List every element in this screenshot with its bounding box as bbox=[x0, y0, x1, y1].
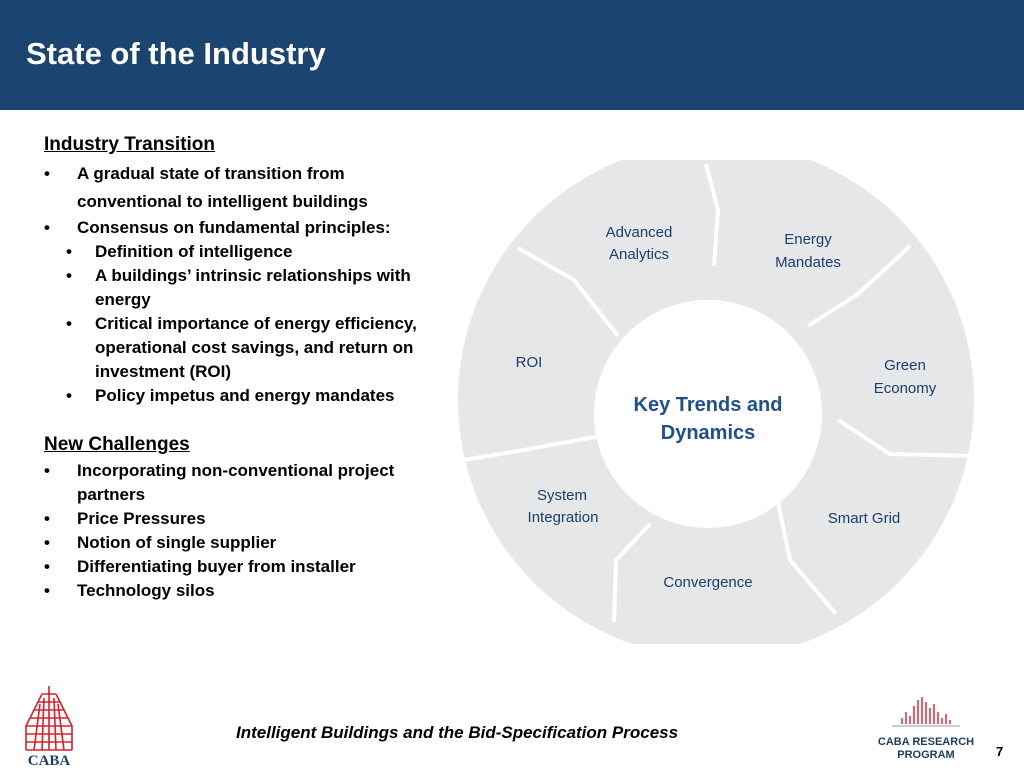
segment-label: Economy bbox=[874, 380, 937, 397]
caba-logo: CABA bbox=[25, 686, 73, 768]
divider-line bbox=[836, 418, 979, 458]
segment-label: Integration bbox=[528, 509, 599, 526]
left-column: Industry Transition A gradual state of t… bbox=[44, 134, 454, 603]
segment-label: Mandates bbox=[775, 254, 841, 271]
trends-cycle-diagram: Advanced Analytics Energy Mandates Green… bbox=[458, 160, 979, 644]
list-item: Consensus on fundamental principles: Def… bbox=[44, 216, 454, 408]
list-item: Incorporating non-conventional project p… bbox=[44, 459, 454, 507]
segment-label: ROI bbox=[516, 354, 543, 371]
bullet-text: Differentiating buyer from installer bbox=[77, 557, 356, 576]
divider-line bbox=[517, 246, 620, 338]
segment-label: Convergence bbox=[663, 574, 752, 591]
page-number: 7 bbox=[996, 744, 1004, 759]
segment-label: Green bbox=[884, 357, 926, 374]
center-label: Key Trends and Dynamics bbox=[634, 394, 783, 444]
divider-line bbox=[806, 244, 912, 328]
sub-bullet-text: Policy impetus and energy mandates bbox=[95, 386, 395, 405]
caba-research-text: CABA RESEARCH bbox=[878, 736, 974, 748]
skyline-icon bbox=[901, 697, 951, 724]
new-challenges-heading: New Challenges bbox=[44, 434, 190, 455]
diagram-center bbox=[594, 300, 822, 528]
segment-label: Smart Grid bbox=[828, 510, 901, 527]
center-label-line1: Key Trends and bbox=[634, 394, 783, 416]
bullet-text: Notion of single supplier bbox=[77, 533, 277, 552]
caba-research-logo: CABA RESEARCH PROGRAM bbox=[878, 697, 974, 761]
list-item: Critical importance of energy efficiency… bbox=[44, 312, 454, 384]
divider-line bbox=[463, 434, 601, 462]
footer-title: Intelligent Buildings and the Bid-Specif… bbox=[236, 723, 679, 742]
industry-transition-list: A gradual state of transition from conve… bbox=[44, 160, 454, 408]
new-challenges-list: Incorporating non-conventional project p… bbox=[44, 459, 454, 603]
bullet-text: Consensus on fundamental principles: bbox=[77, 218, 391, 237]
caba-research-program-text: PROGRAM bbox=[897, 749, 954, 761]
divider-line bbox=[776, 501, 838, 616]
bullet-text: Technology silos bbox=[77, 581, 215, 600]
principles-sublist: Definition of intelligence A buildings’ … bbox=[66, 240, 454, 408]
slide-title: State of the Industry bbox=[26, 36, 326, 71]
list-item: Policy impetus and energy mandates bbox=[44, 384, 454, 408]
caba-logo-text: CABA bbox=[28, 753, 71, 768]
bullet-text: A gradual state of transition from conve… bbox=[77, 164, 368, 211]
segment-labels: Advanced Analytics Energy Mandates Green… bbox=[516, 224, 937, 591]
divider-line bbox=[612, 522, 652, 623]
industry-transition-heading: Industry Transition bbox=[44, 134, 216, 155]
segment-label: Analytics bbox=[609, 246, 669, 263]
list-item: A buildings’ intrinsic relationships wit… bbox=[44, 264, 454, 312]
bullet-text: Price Pressures bbox=[77, 509, 206, 528]
header-bar: State of the Industry bbox=[0, 0, 1024, 110]
list-item: Technology silos bbox=[44, 579, 454, 603]
list-item: Notion of single supplier bbox=[44, 531, 454, 555]
segment-label: Advanced bbox=[606, 224, 673, 241]
bullet-text: Incorporating non-conventional project p… bbox=[77, 461, 395, 504]
segment-dividers bbox=[463, 163, 979, 623]
list-item: A gradual state of transition from conve… bbox=[44, 160, 454, 216]
divider-line bbox=[704, 163, 721, 267]
segment-label: System bbox=[537, 487, 587, 504]
sub-bullet-text: Critical importance of energy efficiency… bbox=[95, 314, 417, 381]
sub-bullet-text: Definition of intelligence bbox=[95, 242, 293, 261]
segment-label: Energy bbox=[784, 231, 832, 248]
center-label-line2: Dynamics bbox=[661, 422, 756, 444]
list-item: Definition of intelligence bbox=[44, 240, 454, 264]
list-item: Differentiating buyer from installer bbox=[44, 555, 454, 579]
sub-bullet-text: A buildings’ intrinsic relationships wit… bbox=[95, 266, 411, 309]
building-icon bbox=[25, 686, 73, 751]
list-item: Price Pressures bbox=[44, 507, 454, 531]
